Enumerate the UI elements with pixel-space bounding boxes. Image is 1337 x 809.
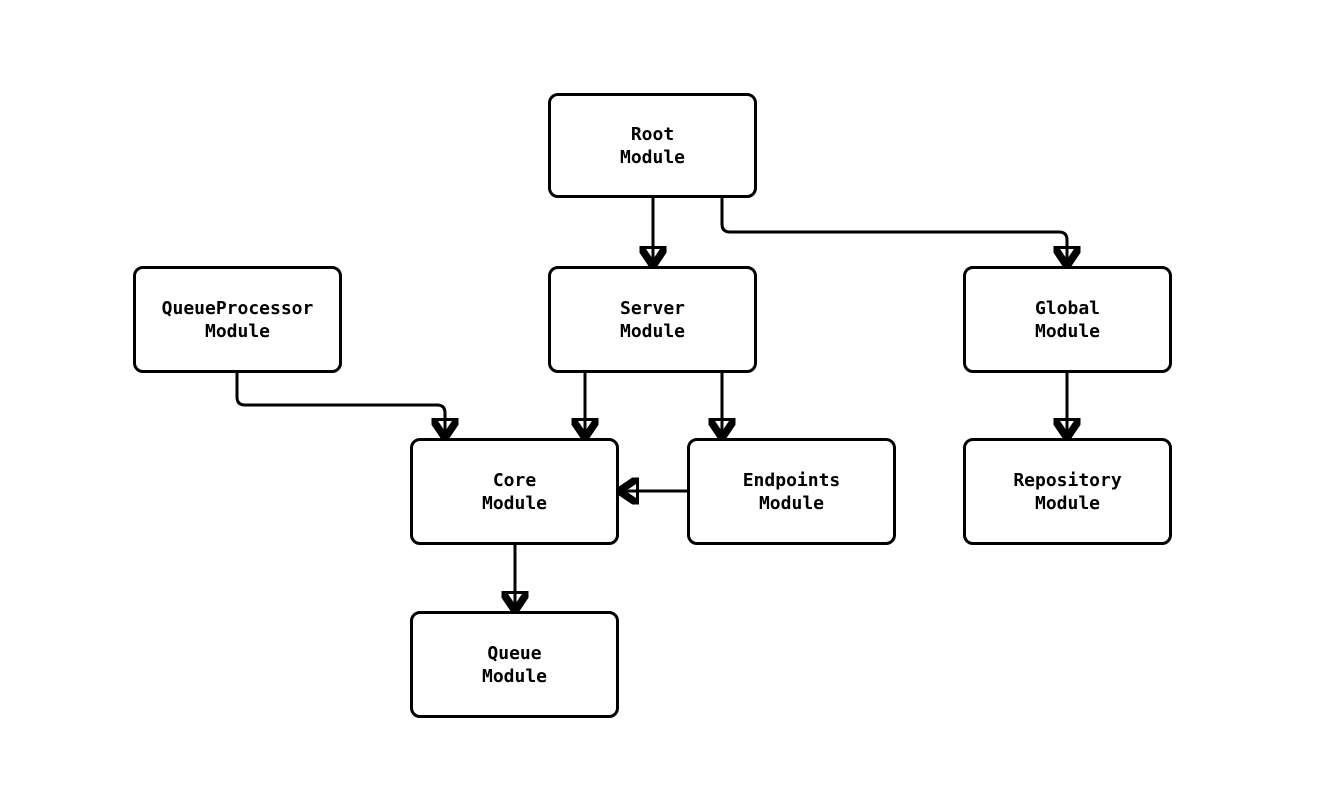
node-core-module: Core Module <box>410 438 619 545</box>
node-queueprocessor-module-label: QueueProcessor Module <box>161 297 314 342</box>
node-queue-module-label: Queue Module <box>481 642 548 687</box>
edge-root-to-global <box>720 198 1067 266</box>
node-server-module: Server Module <box>548 266 757 373</box>
node-global-module: Global Module <box>963 266 1172 373</box>
node-endpoints-module: Endpoints Module <box>687 438 896 545</box>
node-root-module-label: Root Module <box>619 123 686 168</box>
node-global-module-label: Global Module <box>1034 297 1101 342</box>
node-core-module-label: Core Module <box>481 469 548 514</box>
node-repository-module: Repository Module <box>963 438 1172 545</box>
node-repository-module-label: Repository Module <box>1013 469 1122 514</box>
node-endpoints-module-label: Endpoints Module <box>742 469 841 514</box>
node-root-module: Root Module <box>548 93 757 198</box>
node-queueprocessor-module: QueueProcessor Module <box>133 266 342 373</box>
node-server-module-label: Server Module <box>619 297 686 342</box>
edge-queueprocessor-to-core <box>235 373 445 438</box>
node-queue-module: Queue Module <box>410 611 619 718</box>
